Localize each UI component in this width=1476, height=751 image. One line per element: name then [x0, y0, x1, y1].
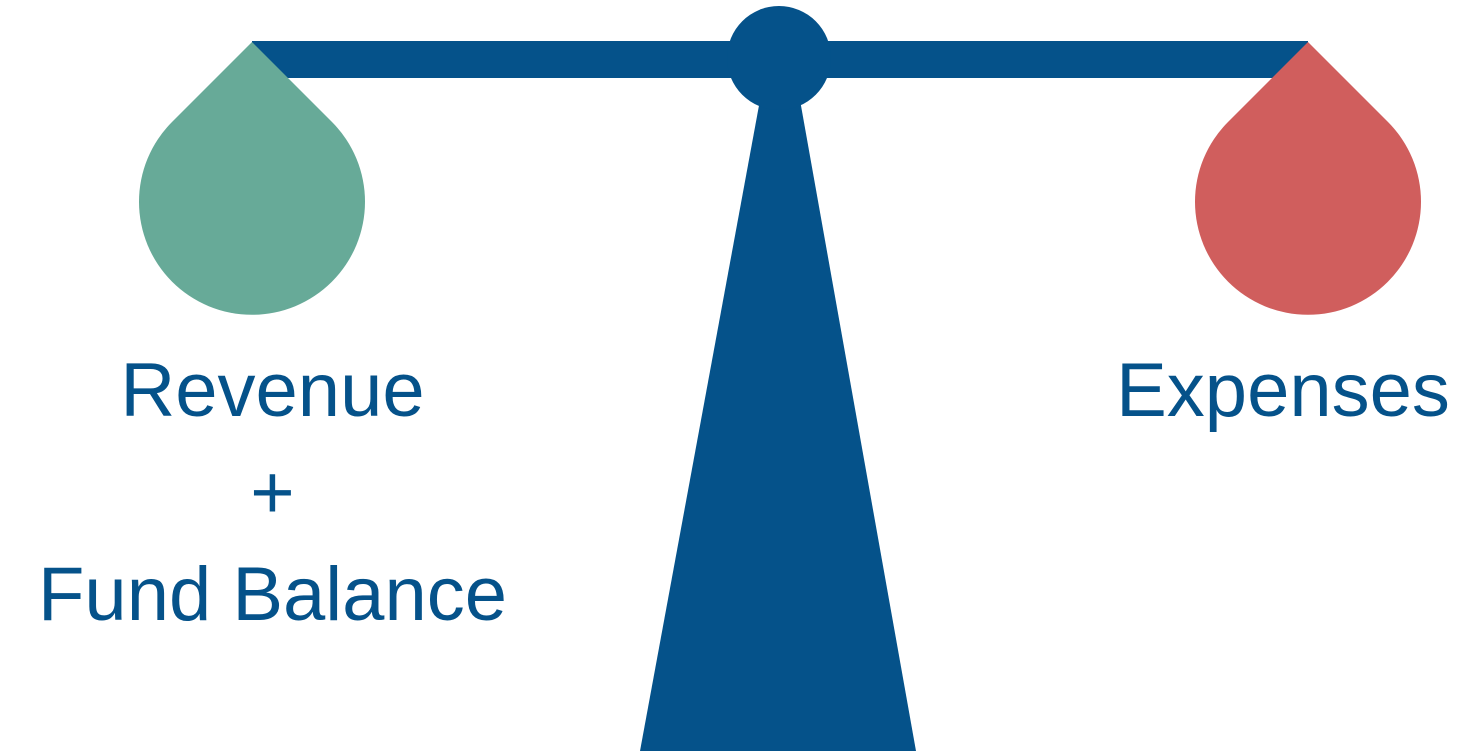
revenue-text: Revenue: [120, 348, 425, 433]
scale-pivot: [727, 6, 831, 110]
fund-balance-text: Fund Balance: [38, 552, 507, 637]
plus-sign-text: +: [250, 450, 295, 535]
right-side-label: Expenses: [1090, 340, 1476, 442]
left-side-label: Revenue + Fund Balance: [0, 340, 545, 646]
right-pan-drop: [1195, 42, 1422, 315]
left-pan-drop: [138, 42, 365, 315]
expenses-text: Expenses: [1116, 348, 1450, 433]
scale-stand: [640, 100, 916, 751]
